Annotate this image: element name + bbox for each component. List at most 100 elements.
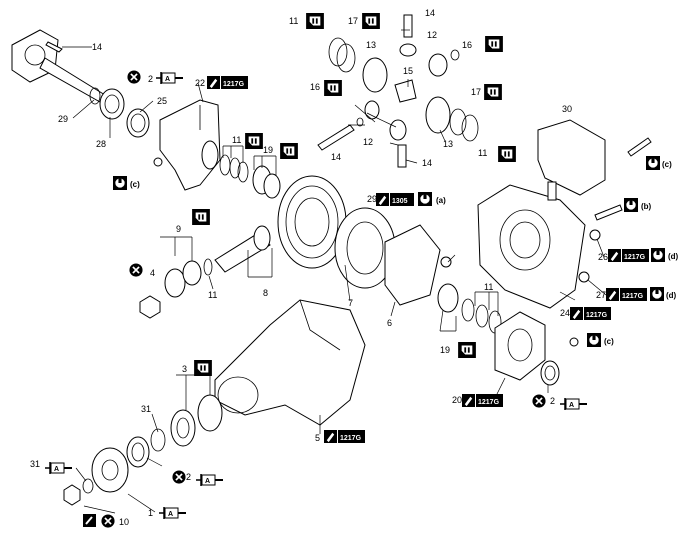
- torque-wrench-icon: [624, 198, 638, 212]
- callout-29: 30: [562, 104, 572, 114]
- sealant-badge-21: 1217G: [207, 76, 248, 89]
- grease-label: A: [54, 466, 59, 473]
- sealant-badge-5: 1217G: [324, 430, 365, 443]
- sealant-tube-icon: [608, 249, 621, 262]
- sealant-tube-icon: [606, 288, 619, 301]
- callout-16-b: 16: [310, 82, 320, 92]
- bearing-3: [170, 394, 223, 447]
- grease-label: A: [168, 511, 173, 518]
- torque-badge-b: (b): [624, 198, 652, 212]
- callout-4: 4: [150, 268, 155, 278]
- callout-14-c: 14: [422, 158, 432, 168]
- callout-24: 26: [598, 252, 608, 262]
- torque-badge-a: (a): [418, 192, 446, 206]
- callout-2-top: 2: [148, 74, 153, 84]
- callout-15: 15: [403, 66, 413, 76]
- bolt-b: [594, 204, 623, 221]
- torque-badge-c-top: (c): [646, 156, 672, 170]
- svg-text:1217G: 1217G: [624, 254, 646, 261]
- grease-label: A: [205, 478, 210, 485]
- callout-5: 5: [315, 433, 320, 443]
- svg-text:(d): (d): [668, 252, 679, 261]
- callout-17-b: 17: [471, 87, 481, 97]
- oil-seal-2-right: [540, 360, 560, 386]
- sealant-tube-icon: [570, 307, 583, 320]
- bearing-19-upper: [252, 165, 281, 199]
- callout-25: 27: [596, 290, 606, 300]
- pinion-nut-4: [139, 295, 161, 319]
- do-not-reuse-icon: [129, 263, 143, 277]
- torque-badge-c-right: (c): [587, 333, 614, 347]
- retainer-ring-23: [126, 108, 150, 138]
- callout-14-a: 14: [425, 8, 435, 18]
- symbols: A A A A A 1217G 1217G 1217G 1217G: [44, 13, 679, 528]
- callout-12-b: 12: [363, 137, 373, 147]
- bolt-c-left: [153, 157, 163, 167]
- callout-31: 31: [141, 404, 151, 414]
- callout-11-c: 11: [478, 148, 487, 158]
- callout-20: 20: [452, 395, 462, 405]
- oil-can-icon: [324, 80, 342, 96]
- differential-carrier-5: [214, 299, 366, 426]
- flange-nut-10: [63, 484, 81, 506]
- oil-can-icon: [280, 143, 298, 159]
- sealant-tube-icon: [207, 76, 220, 89]
- sealant-tube-icon: [462, 394, 475, 407]
- callout-9: 9: [176, 224, 181, 234]
- callout-2-lower: 2: [186, 472, 191, 482]
- axle-housing-21: [159, 99, 221, 191]
- callout-12-a: 12: [427, 30, 437, 40]
- side-retainer-20: [494, 311, 546, 381]
- svg-text:(c): (c): [662, 160, 672, 169]
- svg-text:1217G: 1217G: [340, 435, 362, 442]
- callout-21: 22: [195, 78, 205, 88]
- cover-29: [537, 119, 606, 196]
- sealant-badge-18: 1217G: [570, 307, 611, 320]
- do-not-reuse-icon: [101, 514, 115, 528]
- callout-14-b: 14: [331, 152, 341, 162]
- callout-13-b: 13: [443, 139, 453, 149]
- spacer-31: [150, 428, 166, 452]
- svg-text:1217G: 1217G: [622, 293, 644, 300]
- torque-badge-d-24: (d): [651, 248, 679, 262]
- sealant-tube-icon: [376, 193, 389, 206]
- differential-case-6: [334, 207, 441, 306]
- callout-16-a: 16: [462, 40, 472, 50]
- bolt-24: [589, 229, 601, 241]
- callout-11-d: 11: [208, 290, 217, 300]
- oil-can-icon: [306, 13, 324, 29]
- oil-can-icon: [498, 146, 516, 162]
- callout-11-a: 11: [232, 135, 241, 145]
- drive-pinion-8: [214, 225, 271, 273]
- callout-27: 29: [58, 114, 68, 124]
- oil-can-icon: [245, 133, 263, 149]
- do-not-reuse-icon: [127, 70, 141, 84]
- torque-wrench-icon: [113, 176, 127, 190]
- svg-text:(a): (a): [436, 196, 446, 205]
- torque-wrench-icon: [587, 333, 601, 347]
- bolt-25: [578, 271, 590, 283]
- oil-can-icon: [194, 360, 212, 376]
- washer-30: [82, 478, 94, 494]
- callout-11-b: 11: [289, 16, 298, 26]
- companion-flange-1: [91, 447, 129, 493]
- grease-label: A: [569, 402, 574, 409]
- diff-gears-upper: [317, 14, 479, 168]
- callout-13-a: 13: [366, 40, 376, 50]
- torque-wrench-icon: [650, 287, 664, 301]
- torque-wrench-icon: [646, 156, 660, 170]
- oil-can-icon: [484, 84, 502, 100]
- sealant-tube-icon: [324, 430, 337, 443]
- callout-22: 14: [92, 42, 102, 52]
- sealant-badge-28: 1305: [376, 193, 414, 206]
- oil-seal-2-lower: [126, 436, 150, 468]
- breather-18: [547, 181, 557, 201]
- svg-text:1217G: 1217G: [586, 312, 608, 319]
- pencil-stroke: [85, 516, 93, 525]
- callout-1: 1: [148, 508, 153, 518]
- shims-11-left: [219, 154, 249, 183]
- callout-8: 8: [263, 288, 268, 298]
- bearing-26: [99, 88, 125, 120]
- bolt-c-right: [569, 337, 579, 347]
